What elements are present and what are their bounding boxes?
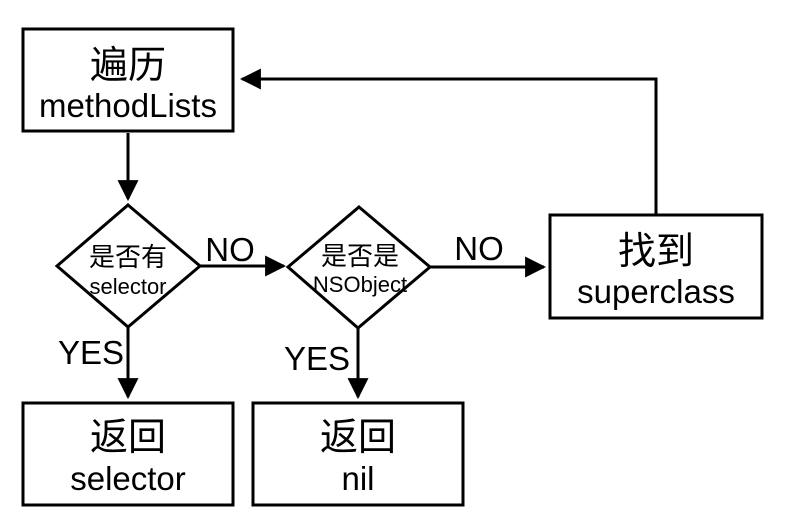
no-label-check-nsobject: NO — [454, 230, 504, 267]
return-nil-label-cn: 返回 — [320, 417, 396, 459]
traverse-label-en: methodLists — [39, 87, 217, 124]
find-superclass-label-en: superclass — [577, 273, 735, 310]
traverse-methodlists-box — [21, 27, 235, 133]
check-selector-label-en: selector — [89, 274, 166, 299]
find-superclass-label-cn: 找到 — [618, 231, 694, 273]
return-selector-box — [21, 401, 235, 507]
check-nsobject-diamond — [285, 205, 433, 330]
check-nsobject-label-en: NSObject — [313, 272, 407, 297]
return-selector-label-en: selector — [70, 460, 186, 497]
check-nsobject-label-cn: 是否是 — [321, 241, 399, 271]
check-selector-diamond — [54, 203, 203, 329]
check-selector-label-cn: 是否有 — [89, 242, 167, 272]
yes-label-return-nil: YES — [284, 340, 350, 377]
no-label-check-selector: NO — [205, 231, 255, 268]
traverse-label-cn: 遍历 — [90, 45, 166, 87]
yes-label-return-selector: YES — [58, 334, 124, 371]
find-superclass-box — [548, 213, 764, 320]
return-selector-label-cn: 返回 — [90, 417, 166, 459]
return-nil-box — [251, 401, 465, 507]
arrow-find-superclass-to-traverse — [239, 68, 658, 215]
return-nil-label-en: nil — [341, 460, 374, 497]
